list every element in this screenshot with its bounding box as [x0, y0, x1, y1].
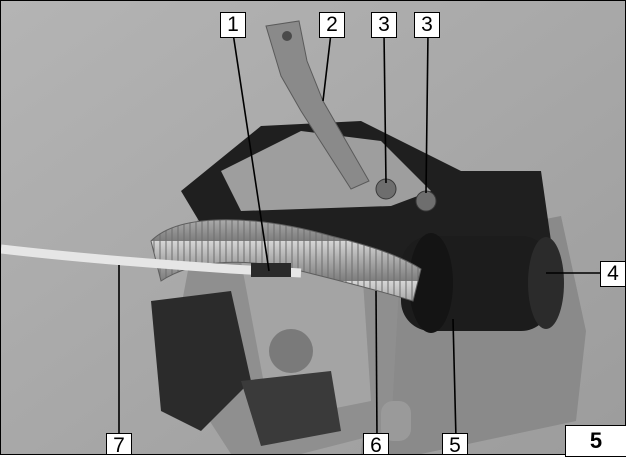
callout-1: 1	[220, 12, 246, 38]
callout-3b: 3	[414, 12, 440, 38]
callout-4: 4	[600, 261, 625, 287]
callout-7: 7	[106, 433, 132, 454]
callout-6: 6	[363, 433, 389, 454]
callout-2: 2	[319, 12, 345, 38]
callout-3a: 3	[371, 12, 397, 38]
figure-number: 5	[565, 425, 626, 457]
callout-5: 5	[442, 433, 468, 454]
